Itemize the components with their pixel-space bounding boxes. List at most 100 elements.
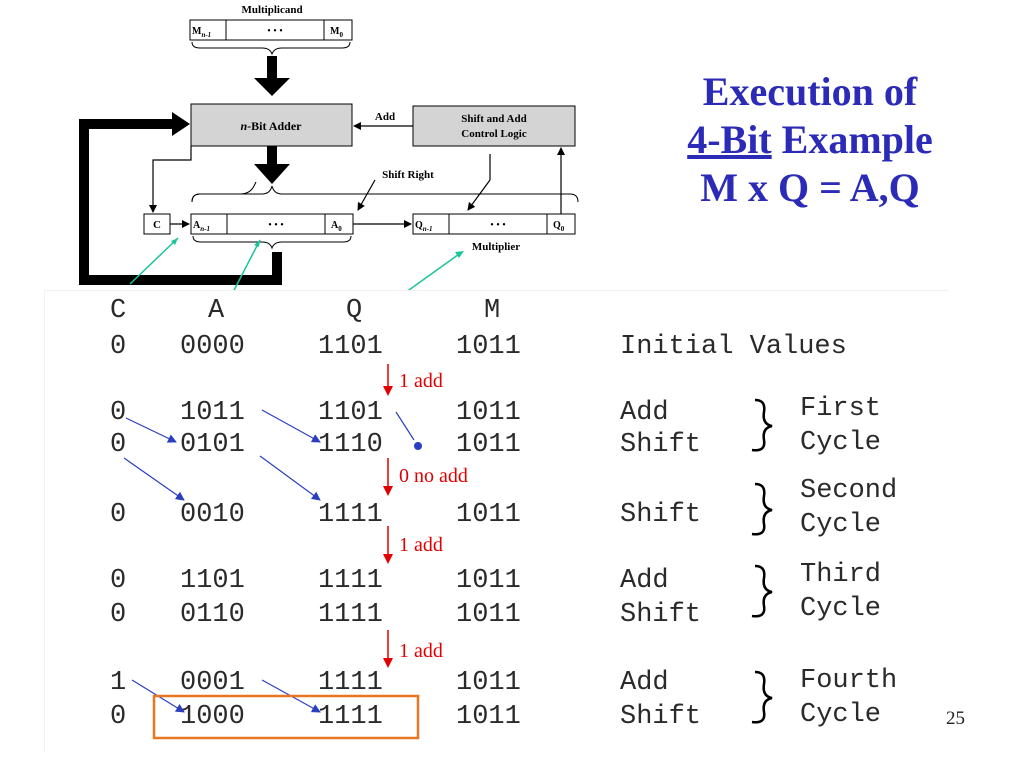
table-row-5-a: 0110 (180, 600, 245, 630)
table-row-4-c: 0 (110, 566, 127, 596)
control-logic-line-2: Control Logic (461, 128, 527, 140)
cycle-4-label: Cycle (800, 700, 882, 730)
shift-arrow-a1 (261, 409, 321, 443)
q-register-lsb: Q0 (553, 220, 565, 233)
pointer-c-head (171, 238, 178, 245)
carry-out-arrow (149, 146, 192, 213)
table-row-5-m: 1011 (456, 600, 521, 630)
pointer-a-head (254, 240, 260, 247)
shift-arrow-c2 (123, 457, 185, 501)
title-line-3: M x Q = A,Q (700, 165, 920, 210)
step-annotation-4: 1 add (399, 640, 443, 662)
carry-label: C (153, 219, 161, 231)
table-row-3-c: 0 (110, 500, 127, 530)
table-row-5-op: Shift (620, 600, 702, 630)
header-q: Q (346, 296, 363, 326)
multiplier-label: Multiplier (472, 241, 520, 253)
table-row-0-q: 1101 (318, 332, 383, 362)
adder-block: n-Bit Adder (190, 103, 353, 147)
shift-right-arrow-a (357, 179, 376, 211)
title-line-2-rest: Example (771, 117, 933, 162)
table-row-5-q: 1111 (318, 600, 383, 630)
multiplicand-register: Mn-1 • • • M0 (189, 19, 353, 56)
header-m: M (484, 296, 501, 326)
cycle-2-word: Second (800, 476, 898, 506)
cycle-4-word: Fourth (800, 666, 898, 696)
table-row-3-a: 0010 (180, 500, 245, 530)
table-row-7-q: 1111 (318, 702, 383, 732)
brace-cycle-4 (751, 670, 773, 724)
shift-right-arrow-q (467, 179, 491, 211)
brace-cycle-1 (751, 398, 773, 452)
multiplicand-dots: • • • (267, 26, 283, 37)
a-register-lsb: A0 (331, 220, 342, 233)
table-row-6-a: 0001 (180, 668, 245, 698)
table-row-1-m: 1011 (456, 398, 521, 428)
multiplicand-label: Multiplicand (241, 4, 302, 16)
table-row-1-q: 1101 (318, 398, 383, 428)
table-row-7-op: Shift (620, 702, 702, 732)
feedback-loop-arrow (79, 112, 282, 285)
adder-to-a-arrow (254, 146, 290, 184)
table-row-2-op: Shift (620, 430, 702, 460)
a-register-dots: • • • (268, 220, 284, 231)
table-row-0-op: Initial Values (620, 332, 847, 362)
a-register-msb: An-1 (193, 220, 210, 233)
table-row-1-op: Add (620, 398, 669, 428)
brace-cycle-2 (751, 482, 773, 536)
add-control-label: Add (375, 111, 395, 123)
result-highlight-box (152, 694, 420, 740)
header-c: C (110, 296, 127, 326)
table-row-7-m: 1011 (456, 702, 521, 732)
multiplicand-to-adder-arrow (254, 56, 290, 96)
pointer-q-head (455, 251, 464, 258)
step-annotation-3: 1 add (399, 534, 443, 556)
table-row-0-m: 1011 (456, 332, 521, 362)
title-line-1: Execution of (702, 69, 918, 114)
q-register: Qn-1 • • • Q0 (412, 213, 576, 235)
step-annotation-2: 0 no add (399, 465, 468, 487)
table-row-2-q: 1110 (318, 430, 383, 460)
table-row-6-m: 1011 (456, 668, 521, 698)
pointer-c (129, 237, 179, 285)
cycle-2-label: Cycle (800, 510, 882, 540)
a-register: An-1 • • • A0 (190, 213, 354, 250)
shift-right-label: Shift Right (382, 169, 434, 181)
title-underlined-text: 4-Bit (687, 117, 772, 162)
shift-arrow-q1 (395, 411, 415, 441)
table-row-4-a: 1101 (180, 566, 245, 596)
execution-table-panel (44, 290, 949, 753)
cycle-1-word: First (800, 394, 882, 424)
cycle-3-word: Third (800, 560, 882, 590)
table-row-4-m: 1011 (456, 566, 521, 596)
title-line-2: 4-Bit Example (640, 116, 980, 164)
brace-cycle-3 (751, 564, 773, 618)
multiplicand-lsb: M0 (330, 26, 343, 39)
multiplicand-msb: Mn-1 (192, 26, 211, 39)
table-row-2-a: 0101 (180, 430, 245, 460)
control-logic-block: Shift and Add Control Logic (412, 105, 576, 147)
q-register-msb: Qn-1 (415, 220, 433, 233)
table-row-5-c: 0 (110, 600, 127, 630)
control-logic-line-1: Shift and Add (461, 113, 526, 125)
discarded-bit-dot (414, 442, 422, 450)
table-row-2-m: 1011 (456, 430, 521, 460)
table-row-6-q: 1111 (318, 668, 383, 698)
table-row-7-c: 0 (110, 702, 127, 732)
multiplier-block-diagram: Multiplicand Mn-1 • • • M0 n-Bit Adder S… (79, 4, 579, 290)
table-row-4-q: 1111 (318, 566, 383, 596)
slide-number: 25 (946, 708, 965, 729)
table-row-3-m: 1011 (456, 500, 521, 530)
q-register-dots: • • • (490, 220, 506, 231)
table-row-2-c: 0 (110, 430, 127, 460)
table-row-1-a: 1011 (180, 398, 245, 428)
cycle-3-label: Cycle (800, 594, 882, 624)
pointer-a (233, 239, 261, 290)
header-a: A (208, 296, 225, 326)
table-row-0-c: 0 (110, 332, 127, 362)
table-row-6-c: 1 (110, 668, 127, 698)
step-annotation-1: 1 add (399, 370, 443, 392)
table-row-3-q: 1111 (318, 500, 383, 530)
table-row-7-a: 1000 (180, 702, 245, 732)
